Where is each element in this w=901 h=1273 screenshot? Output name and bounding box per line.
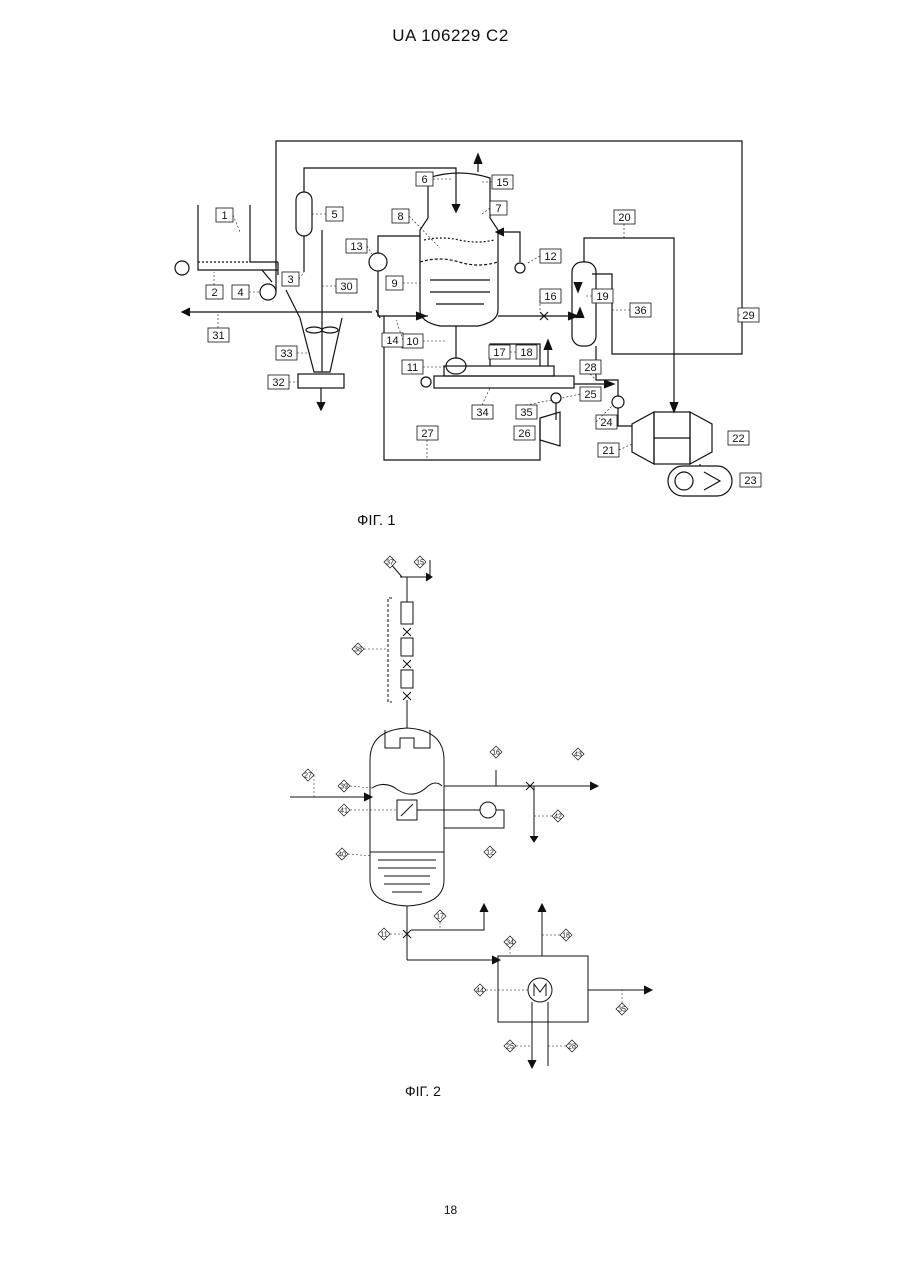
label-41: 41 — [340, 808, 348, 815]
label-29: 29 — [742, 310, 754, 322]
label-2: 2 — [211, 287, 217, 299]
label-17b: 17 — [436, 914, 444, 921]
label-43: 43 — [574, 752, 582, 759]
label-35b: 35 — [618, 1007, 626, 1014]
label-18: 18 — [520, 347, 532, 359]
figure-2-caption: ФІГ. 2 — [405, 1083, 441, 1099]
label-31: 31 — [212, 330, 224, 342]
label-26: 26 — [518, 428, 530, 440]
label-27: 27 — [421, 428, 433, 440]
figure-2-box-34 — [498, 956, 588, 1022]
label-16: 16 — [544, 291, 556, 303]
label-17: 17 — [493, 347, 505, 359]
pump-4 — [260, 284, 276, 300]
figure-1-callouts: 1 2 3 4 5 6 7 8 9 10 11 12 13 14 15 16 1… — [206, 172, 761, 487]
generator-23 — [668, 466, 732, 496]
label-28: 28 — [584, 362, 596, 374]
turbine-22 — [690, 412, 712, 464]
label-15: 15 — [496, 177, 508, 189]
label-37: 37 — [386, 560, 394, 567]
label-14: 14 — [386, 335, 398, 347]
label-13: 13 — [350, 241, 362, 253]
label-32: 32 — [272, 377, 284, 389]
label-40: 40 — [338, 852, 346, 859]
label-33: 33 — [280, 348, 292, 360]
label-35: 35 — [520, 407, 532, 419]
label-4: 4 — [237, 287, 243, 299]
label-38: 38 — [354, 647, 362, 654]
label-11: 11 — [407, 362, 418, 374]
hopper-wall-right — [250, 205, 278, 262]
label-25b: 25 — [506, 1044, 514, 1051]
label-30: 30 — [340, 281, 352, 293]
figure-2-vessel — [370, 728, 444, 906]
label-21: 21 — [602, 445, 614, 457]
turbine-26 — [540, 412, 560, 446]
pump-13 — [369, 253, 387, 271]
label-39: 39 — [340, 784, 348, 791]
page-number: 18 — [0, 1203, 901, 1217]
label-1: 1 — [221, 210, 227, 222]
label-10: 10 — [406, 336, 418, 348]
figure-2-callouts: 37 15 38 16 43 27 39 41 42 12 40 11 17 3… — [302, 556, 628, 1052]
compressor-21 — [632, 412, 654, 464]
label-11b: 11 — [380, 932, 387, 939]
label-23: 23 — [744, 475, 756, 487]
label-20: 20 — [618, 212, 630, 224]
label-22: 22 — [732, 433, 744, 445]
label-44: 44 — [476, 988, 484, 995]
label-42: 42 — [554, 814, 562, 821]
label-27b: 27 — [304, 773, 312, 780]
separator-5 — [296, 192, 312, 236]
label-12b: 12 — [486, 850, 494, 857]
label-25: 25 — [584, 389, 596, 401]
label-34b: 34 — [506, 940, 514, 947]
label-8: 8 — [397, 211, 403, 223]
figure-1-caption: ФІГ. 1 — [357, 512, 396, 529]
label-36: 36 — [634, 305, 646, 317]
hopper-wall — [198, 205, 278, 270]
label-9: 9 — [391, 278, 397, 290]
label-19: 19 — [596, 291, 608, 303]
label-12: 12 — [544, 251, 556, 263]
label-16b: 16 — [492, 750, 500, 757]
reactor-vessel — [420, 173, 498, 326]
label-28b: 28 — [568, 1044, 576, 1051]
label-5: 5 — [331, 209, 337, 221]
exchanger-34 — [434, 376, 574, 388]
label-34: 34 — [476, 407, 488, 419]
label-3: 3 — [287, 274, 293, 286]
label-7: 7 — [495, 203, 501, 215]
label-15b: 15 — [416, 560, 424, 567]
label-24: 24 — [600, 417, 612, 429]
label-18b: 18 — [562, 933, 570, 940]
label-6: 6 — [421, 174, 427, 186]
motor-m — [175, 261, 189, 275]
